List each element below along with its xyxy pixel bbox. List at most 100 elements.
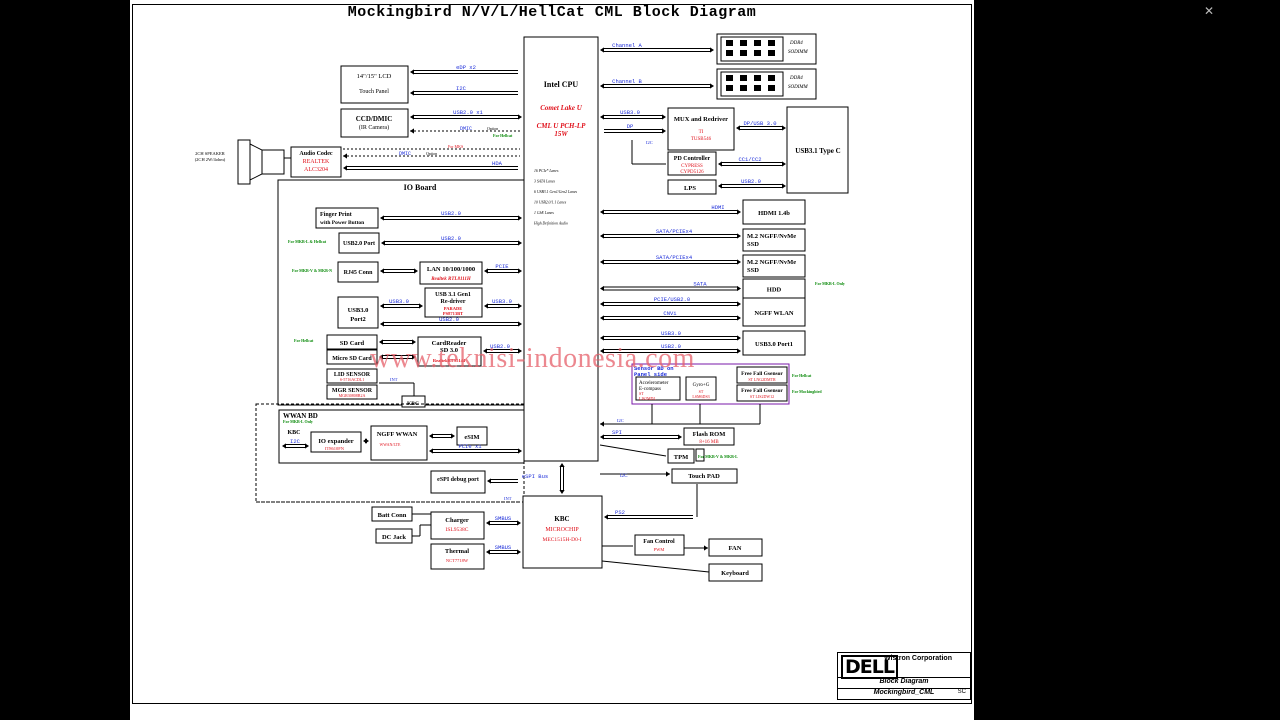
ssd1-label: M.2 NGFF/NvMe [747,233,796,240]
ngff-wwan-sub: WWAN/LTE [380,442,402,447]
diagram-title: Mockingbird N/V/L/HellCat CML Block Diag… [347,4,757,21]
wwan-int-label: INT [504,496,512,501]
mux-label: MUX and Redriver [674,116,728,123]
power-button-label: with Power Button [320,220,364,226]
arrowhead [737,285,741,292]
parade-chip: PS8713BT [443,311,463,316]
lid-sensor-label: LID SENSOR [334,372,371,378]
close-icon[interactable]: ✕ [1204,4,1215,18]
wwan-kbc-label: KBC [287,430,300,436]
pd-vendor: CYPRESS [681,164,703,169]
bus-label: USB3.0 [389,298,409,305]
cpu-feature: 3 SATA Lanes [534,180,556,184]
gyro-label: Gyro+G [693,383,710,388]
hdmi-block-label: HDMI 1.4b [758,210,790,217]
cpu-family: Comet Lake U [540,104,583,112]
ffs1-chip: ST LNG2DMTR [748,377,776,382]
bus-label: HDA [492,160,503,167]
usb30-port2-block [337,296,379,329]
arrowhead [484,268,488,274]
ssd1-ssd: SSD [747,241,759,248]
thermal-chip: NCT7718W [446,558,469,563]
bus-label: USB2.0 [490,343,510,350]
wwan-title: WWAN BD [283,412,318,420]
tpm-small-block [695,448,705,462]
arrowhead [559,463,565,467]
touch-panel-label: Touch Panel [359,89,389,95]
batt-conn-label: Batt Conn [378,512,407,519]
usb20-port-label: USB2.0 Port [343,241,375,247]
memory-chip [726,50,733,56]
ffs2-block [736,384,788,402]
charger-block [430,511,485,540]
panel-side-label: Panel side [634,371,668,378]
arrowhead [419,303,423,309]
redriver2-label: Re-driver [441,299,466,305]
ffs2-chip: ST LIS2DW12 [750,394,774,399]
memory-chip [740,50,747,56]
fan-control-block [634,534,685,556]
dimm-sub: SODIMM [788,85,809,90]
fan-control-label: Fan Control [643,539,675,545]
revision: SC [957,689,966,695]
cpu-feature: 1 GbE Lanes [534,211,554,215]
cpu-feature: High Definition Audio [533,222,568,226]
card-reader-block [417,336,482,367]
ssd2-ssd: SSD [747,267,759,274]
bus-label: USB3.0 [620,109,640,116]
thermal-block [430,543,485,570]
fan-label: FAN [729,545,742,552]
memory-chip [740,40,747,46]
pd-controller-block [667,151,717,176]
flash-label: Flash ROM [693,431,726,438]
esim-label: eSIM [464,434,479,441]
arrowhead [600,47,604,53]
redriver-label: USB 3.1 Gen1 [435,292,471,298]
arrowhead [600,114,604,120]
bus-label: eSPI Bus [522,473,548,480]
arrowhead [429,448,433,454]
arrowhead [380,303,384,309]
usb30-port1-label: USB3.0 Port1 [755,341,793,348]
mgr-sensor-block [326,384,378,400]
accel-label: Accelerometer [639,381,669,386]
ngff-wwan-label: NGFF WWAN [377,431,418,438]
hdd-block-label: HDD [767,287,782,294]
memory-chip [754,40,761,46]
arrowhead [518,268,522,274]
arrowhead [678,434,682,440]
arrowhead [518,348,522,354]
arrowhead [600,209,604,215]
bus-label: I2C [290,438,301,445]
ssd2-label: M.2 NGFF/NvMe [747,259,796,266]
memory-chip [740,75,747,81]
i2c-pd-label: I2C [646,140,653,145]
arrowhead [666,471,670,477]
finger-print-label: Finger Print [320,212,352,218]
usb30-port1-block [742,330,806,356]
arrowhead [704,545,708,551]
dmic-label: DMIC [460,126,472,132]
arrowhead [710,47,714,53]
arrowhead [718,183,722,189]
lps-label: LPS [684,185,696,192]
mux-block [667,107,735,151]
bus-label: USB2.0 [441,210,461,217]
arrowhead [600,335,604,341]
i2c-sensor-label: I2C [617,418,624,423]
bus-label: HDMI [711,204,724,211]
arrowhead [379,339,383,345]
accel-block [635,376,681,401]
arrowhead [486,549,490,555]
memory-chip [726,75,733,81]
kbc-label: KBC [554,515,569,523]
int-label: INT [390,377,398,382]
speaker-icon [249,143,263,181]
io-expander-chip: IT8610FN [325,446,345,451]
arrowhead [600,301,604,307]
dimm-label: DDR4 [789,76,803,81]
bus-label: CNVi [663,310,677,317]
mks-note: For MKS [448,144,463,149]
arrowhead [559,490,565,494]
charger-label: Charger [445,517,469,524]
